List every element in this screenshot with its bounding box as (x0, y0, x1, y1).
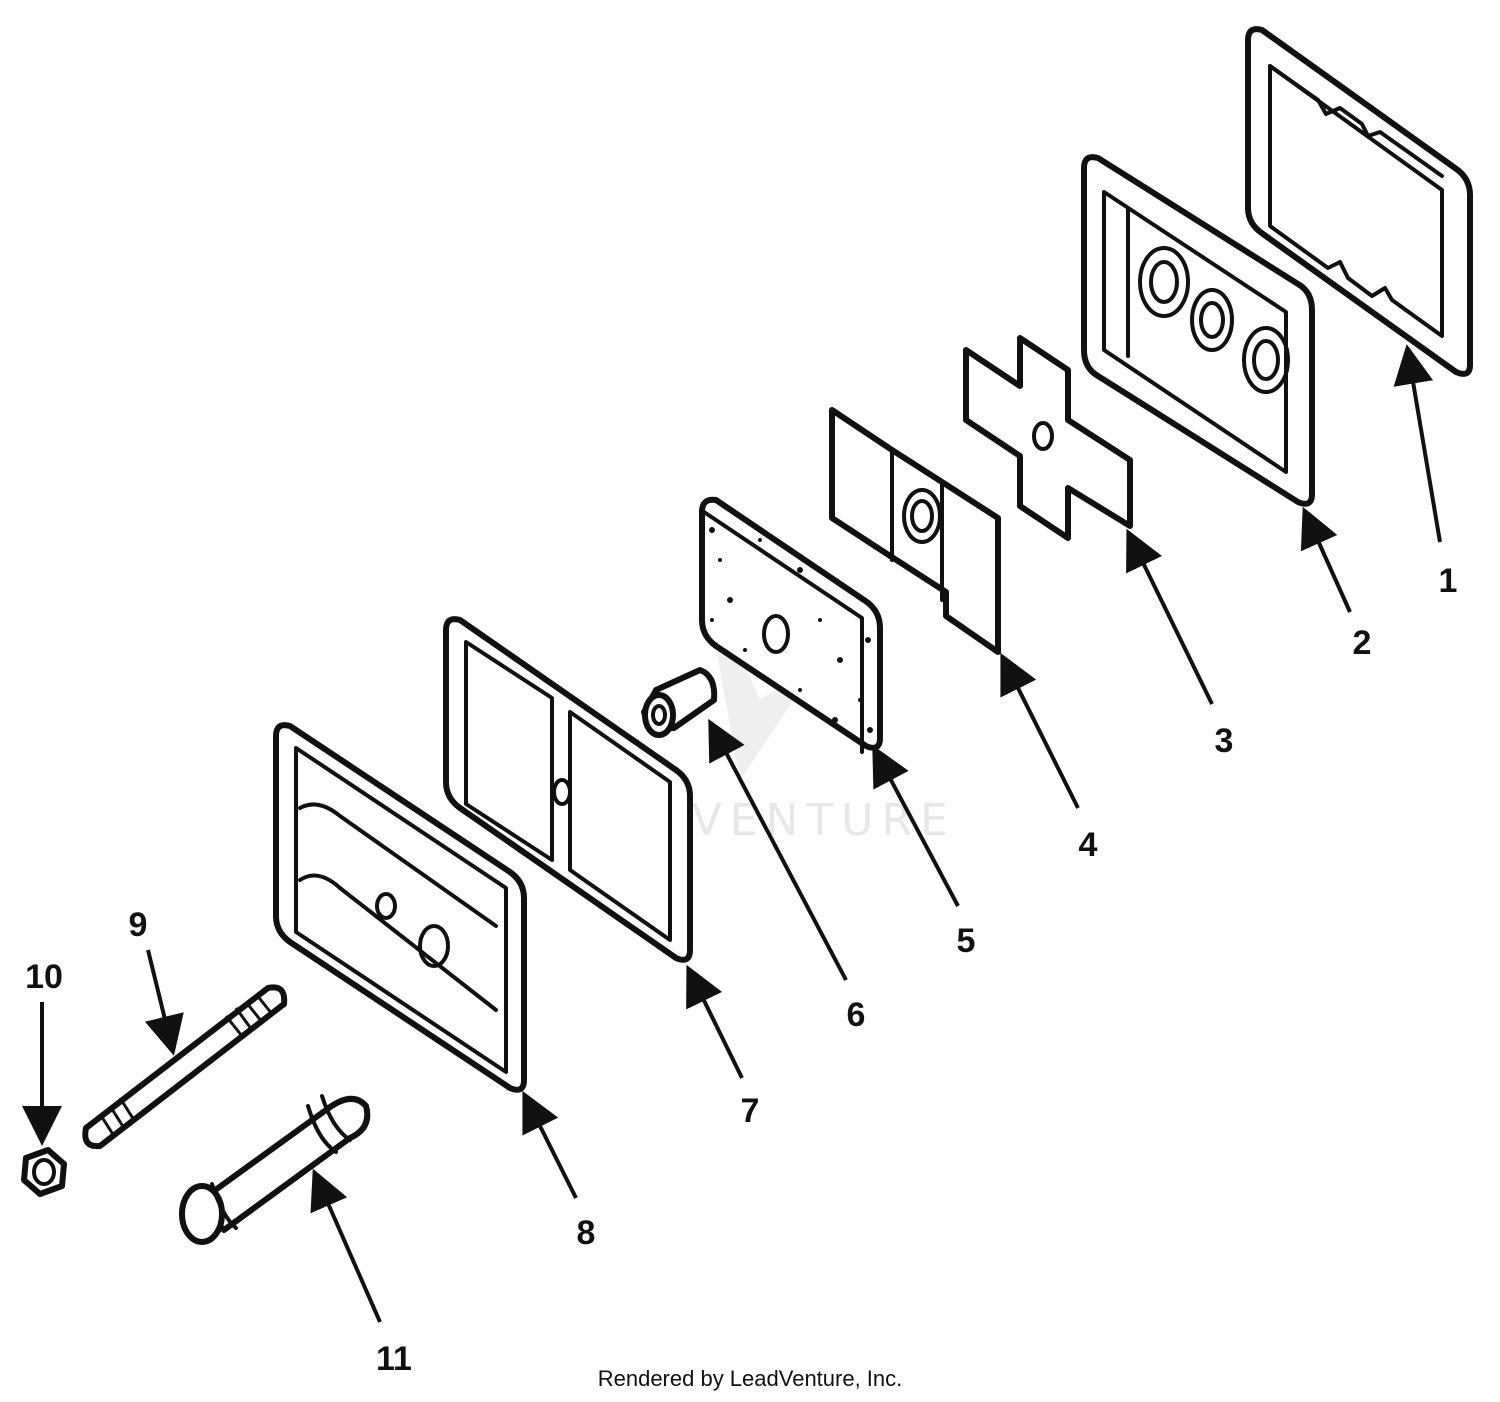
part-backing-plate (1081, 154, 1315, 507)
leader-line-3 (1126, 528, 1214, 705)
part-threaded-stud (82, 984, 288, 1150)
part-filter-element (699, 496, 883, 754)
leader-line-1 (1393, 344, 1442, 543)
callout-10: 10 (25, 958, 63, 996)
callout-7: 7 (741, 1092, 760, 1130)
render-credit: Rendered by LeadVenture, Inc. (597, 1366, 903, 1391)
part-cross-plate (963, 335, 1133, 541)
part-cover-gasket (443, 616, 693, 963)
leader-line-8 (522, 1090, 578, 1199)
leader-line-6 (708, 718, 848, 981)
leader-line-5 (872, 744, 960, 907)
part-bracket (829, 407, 1001, 655)
part-cover (273, 722, 527, 1093)
part-nut (21, 1147, 67, 1197)
part-spacer-sleeve (641, 667, 718, 738)
leader-line-4 (1000, 652, 1080, 809)
leader-line-2 (1300, 506, 1352, 613)
part-pin (179, 1094, 371, 1245)
callout-11: 11 (376, 1340, 412, 1378)
callout-5: 5 (957, 922, 976, 960)
callout-2: 2 (1353, 624, 1372, 662)
leader-line-11 (310, 1168, 382, 1323)
callout-6: 6 (847, 996, 866, 1034)
callout-8: 8 (577, 1214, 596, 1252)
leader-line-9 (144, 949, 184, 1056)
callout-4: 4 (1079, 826, 1098, 864)
leader-lines (22, 344, 1442, 1323)
callout-9: 9 (129, 906, 148, 944)
callout-3: 3 (1215, 722, 1234, 760)
callout-numbers: 1 2 3 4 5 6 7 8 9 10 11 (25, 562, 1457, 1378)
callout-1: 1 (1439, 562, 1458, 600)
part-gasket (1245, 26, 1473, 377)
leader-line-7 (686, 964, 744, 1079)
